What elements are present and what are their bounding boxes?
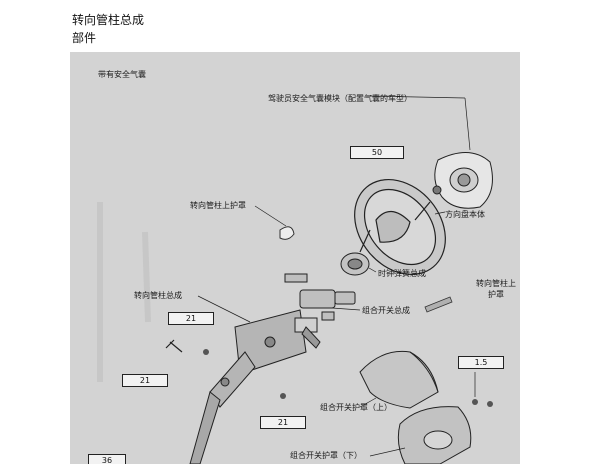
switch-cover-lower [397,406,472,464]
label-cover-right: 转向管柱上护罩 [476,279,516,299]
label-steering-column: 转向管柱总成 [134,291,182,300]
torque-1-5: 1.5 [458,356,504,369]
doc-title: 转向管柱总成 [72,13,145,27]
torque-21-top: 21 [168,312,214,325]
label-switch-cover-lower: 组合开关护罩（下） [290,451,362,460]
airbag-module [432,152,493,209]
switch-cover-upper [359,350,439,409]
doc-subtitle: 部件 [72,31,97,45]
torque-21-bottom: 21 [260,416,306,429]
torque-36: 36 [88,454,126,464]
combo-switch [284,273,356,321]
parts-diagram: 带有安全气囊 驾驶员安全气囊模块（配置气囊的车型） 方向盘本体 转向管柱上护罩 … [70,52,520,464]
label-airbag: 驾驶员安全气囊模块（配置气囊的车型） [268,94,412,103]
label-upper-cover-left: 转向管柱上护罩 [190,201,246,210]
torque-21-left: 21 [122,374,168,387]
diagram-illustration [97,95,493,464]
steering-column [189,309,321,464]
label-switch-cover-upper: 组合开关护罩（上） [320,403,392,412]
label-combo-switch: 组合开关总成 [362,306,410,315]
label-clock-spring: 时钟弹簧总成 [378,269,426,278]
corner-label: 带有安全气囊 [98,70,146,79]
label-wheel: 方向盘本体 [445,210,485,219]
torque-50: 50 [350,146,404,159]
steering-wheel [354,178,446,276]
clock-spring [340,252,370,276]
